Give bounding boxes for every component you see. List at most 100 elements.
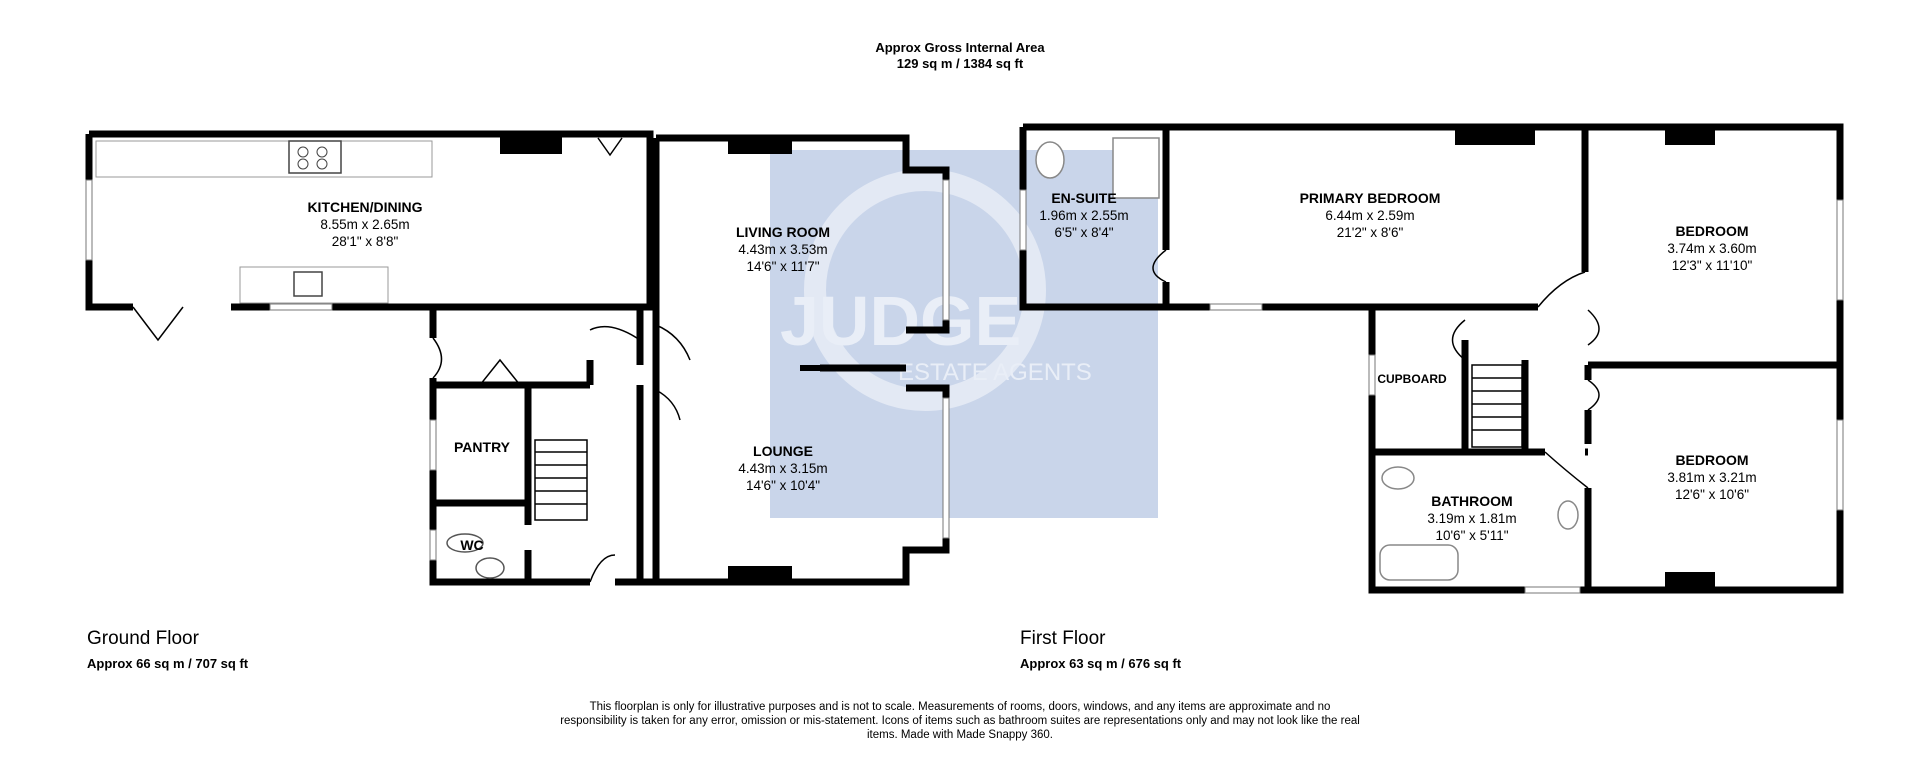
lounge-fireplace <box>728 566 792 582</box>
bath-icon <box>1379 544 1459 581</box>
living-door-icon <box>655 324 691 361</box>
hob-ring-icon <box>316 146 328 158</box>
bathroom-door-icon <box>1544 451 1589 489</box>
ensuite-window <box>1019 189 1027 251</box>
wc-window <box>429 529 437 561</box>
pantry-name: PANTRY <box>454 439 511 455</box>
primary-imperial: 21'2" x 8'6" <box>1337 225 1404 240</box>
kitchen-door-icon <box>597 137 623 157</box>
bedroom-chimney <box>1665 127 1715 145</box>
cupboard-window <box>1368 354 1376 396</box>
cupboard-door-icon <box>1451 319 1466 361</box>
lounge-window-east <box>942 397 950 539</box>
bedroom2-window <box>1836 419 1844 511</box>
ensuite-imperial: 6'5" x 8'4" <box>1054 225 1113 240</box>
ground-floor-area: Approx 66 sq m / 707 sq ft <box>87 656 249 671</box>
basin-icon <box>475 557 505 579</box>
ensuite-name: EN-SUITE <box>1051 190 1116 206</box>
ground-floor-name: Ground Floor <box>87 628 199 649</box>
watermark-brand: JUDGE <box>780 282 1021 360</box>
kitchen-name: KITCHEN/DINING <box>307 199 422 215</box>
hob-ring-icon <box>316 158 328 170</box>
bedroom2-door-icon <box>1587 379 1600 411</box>
first-floor-name: First Floor <box>1020 628 1106 649</box>
living-name: LIVING ROOM <box>736 224 830 240</box>
ground-stairs-icon <box>534 439 588 521</box>
ground-windows <box>85 179 950 561</box>
cupboard-name: CUPBOARD <box>1377 372 1447 386</box>
bedroom1-door-icon <box>1587 309 1600 346</box>
first-doors <box>1152 249 1600 489</box>
first-windows <box>1019 189 1844 594</box>
kitchen-imperial: 28'1" x 8'8" <box>332 234 399 249</box>
hall-door-icon <box>432 337 443 379</box>
lounge-name: LOUNGE <box>753 443 813 459</box>
living-window-east <box>942 179 950 321</box>
ensuite-metric: 1.96m x 2.55m <box>1039 208 1128 223</box>
gross-area-title: Approx Gross Internal Area <box>875 40 1045 55</box>
primary-door-icon <box>1537 271 1586 308</box>
ensuite-door-icon <box>1152 249 1167 283</box>
first-floor-area: Approx 63 sq m / 676 sq ft <box>1020 656 1182 671</box>
first-floor-caption: First Floor Approx 63 sq m / 676 sq ft <box>1020 628 1181 671</box>
toilet-icon <box>1381 466 1415 490</box>
partition-stub <box>800 365 840 371</box>
lounge-metric: 4.43m x 3.15m <box>738 461 827 476</box>
pantry-window <box>429 419 437 471</box>
bedroom2-name: BEDROOM <box>1675 452 1748 468</box>
ground-floor-fixtures <box>95 134 840 582</box>
kitchen-window-south <box>269 303 333 311</box>
ground-floor-walls <box>85 130 950 586</box>
pantry-door-icon <box>479 358 521 386</box>
living-metric: 4.43m x 3.53m <box>738 242 827 257</box>
primary-window <box>1209 303 1263 311</box>
sink-icon <box>293 271 323 297</box>
kitchen-metric: 8.55m x 2.65m <box>320 217 409 232</box>
disclaimer: This floorplan is only for illustrative … <box>560 701 1360 741</box>
watermark-tagline: ESTATE AGENTS <box>898 359 1092 386</box>
ground-doors <box>132 137 691 583</box>
bathroom-name: BATHROOM <box>1431 493 1512 509</box>
front-door-icon <box>589 554 616 583</box>
bedroom1-window <box>1836 199 1844 301</box>
kitchen-worktop <box>95 140 433 178</box>
first-floor-fixtures <box>1035 127 1715 590</box>
kitchen-french-doors-icon <box>132 306 184 342</box>
bedroom1-name: BEDROOM <box>1675 223 1748 239</box>
stair-door-icon <box>589 325 641 341</box>
bedroom1-metric: 3.74m x 3.60m <box>1667 241 1756 256</box>
kitchen-chimney <box>500 134 562 154</box>
hob-icon <box>288 140 342 174</box>
gross-area-header: Approx Gross Internal Area 129 sq m / 13… <box>760 40 1160 72</box>
hob-ring-icon <box>297 146 309 158</box>
gross-area-value: 129 sq m / 1384 sq ft <box>896 56 1024 71</box>
bedroom1-imperial: 12'3" x 11'10" <box>1672 258 1753 273</box>
living-chimney <box>728 138 792 154</box>
primary-metric: 6.44m x 2.59m <box>1325 208 1414 223</box>
bedroom2-imperial: 12'6" x 10'6" <box>1675 487 1749 502</box>
bedroom2-chimney <box>1665 572 1715 590</box>
first-stairs-icon <box>1471 364 1523 448</box>
bedroom2-metric: 3.81m x 3.21m <box>1667 470 1756 485</box>
lounge-imperial: 14'6" x 10'4" <box>746 478 820 493</box>
basin-icon <box>1557 500 1579 530</box>
watermark: JUDGE ESTATE AGENTS <box>770 150 1158 518</box>
kitchen-window-west <box>85 179 93 261</box>
wc-name: WC <box>460 537 483 553</box>
bathroom-window <box>1524 586 1581 594</box>
ground-floor-caption: Ground Floor Approx 66 sq m / 707 sq ft <box>87 628 248 671</box>
room-labels: KITCHEN/DINING 8.55m x 2.65m 28'1" x 8'8… <box>307 190 1756 553</box>
lounge-door-icon <box>655 389 681 421</box>
hob-ring-icon <box>297 158 309 170</box>
living-imperial: 14'6" x 11'7" <box>746 259 819 274</box>
toilet-icon <box>446 533 484 553</box>
primary-name: PRIMARY BEDROOM <box>1300 190 1441 206</box>
living-wall <box>656 134 950 334</box>
ensuite-toilet-icon <box>1035 141 1065 179</box>
bathroom-metric: 3.19m x 1.81m <box>1427 511 1516 526</box>
primary-chimney <box>1455 127 1535 145</box>
shower-icon <box>1112 137 1160 199</box>
watermark-ring <box>804 169 1046 411</box>
bathroom-imperial: 10'6" x 5'11" <box>1435 528 1508 543</box>
